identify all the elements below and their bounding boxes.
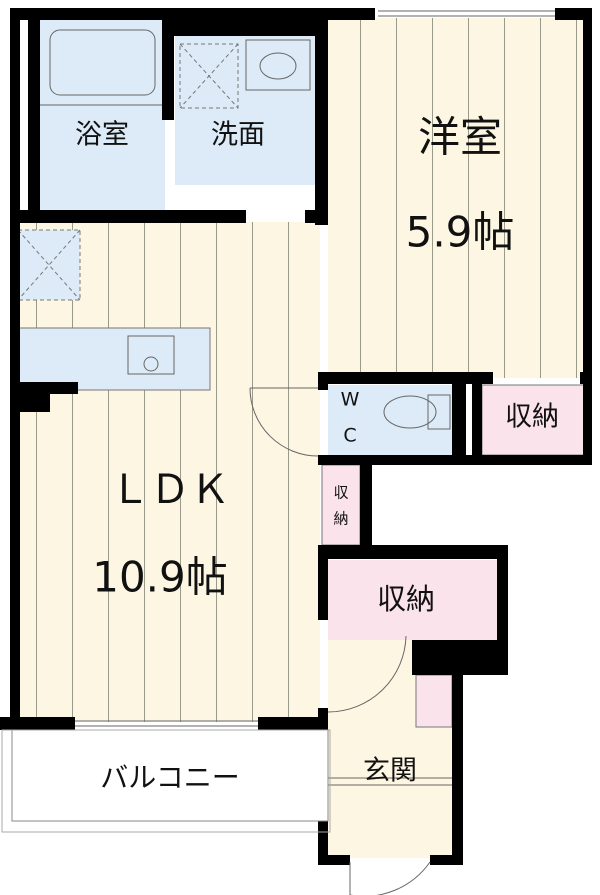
storage-western-label: 収納 (505, 402, 559, 433)
wc-floor (328, 385, 455, 455)
front-door-swing (349, 861, 431, 895)
ldk-door-swing (249, 387, 319, 457)
storage-hall-label: 収納 (377, 582, 435, 616)
bathtub-icon (49, 29, 156, 96)
balcony-label: バルコニー (100, 761, 239, 794)
ldk-size: 10.9帖 (92, 553, 228, 602)
storage-small-floor (321, 464, 361, 546)
bath-label: 浴室 (75, 120, 129, 151)
western-room-label: 洋室 (418, 113, 502, 162)
toilet-icon (383, 395, 437, 429)
balcony-outline (11, 729, 329, 822)
ldk-label: ＬＤＫ (110, 467, 230, 513)
storage-small-label-1: 収 (333, 484, 348, 502)
wc-label-c: C (343, 425, 356, 447)
storage-hall-floor (328, 560, 497, 640)
washing-machine-space-icon (179, 43, 239, 109)
ldk-floor (20, 222, 320, 722)
washbasin-icon (245, 39, 311, 91)
bath-floor (40, 20, 165, 210)
washroom-label: 洗面 (211, 120, 265, 151)
entrance-label: 玄関 (363, 756, 417, 787)
western-room-size: 5.9帖 (406, 208, 515, 257)
sink-icon (127, 335, 175, 375)
western-room-floor (328, 18, 584, 378)
wc-label-w: W (341, 389, 360, 411)
kitchen-counter (13, 327, 211, 391)
faucet-icon (143, 356, 159, 372)
entrance-inner-door-swing (327, 635, 407, 713)
shoe-cabinet (415, 674, 453, 728)
walls (0, 8, 592, 865)
storage-small-label-2: 納 (333, 510, 348, 528)
